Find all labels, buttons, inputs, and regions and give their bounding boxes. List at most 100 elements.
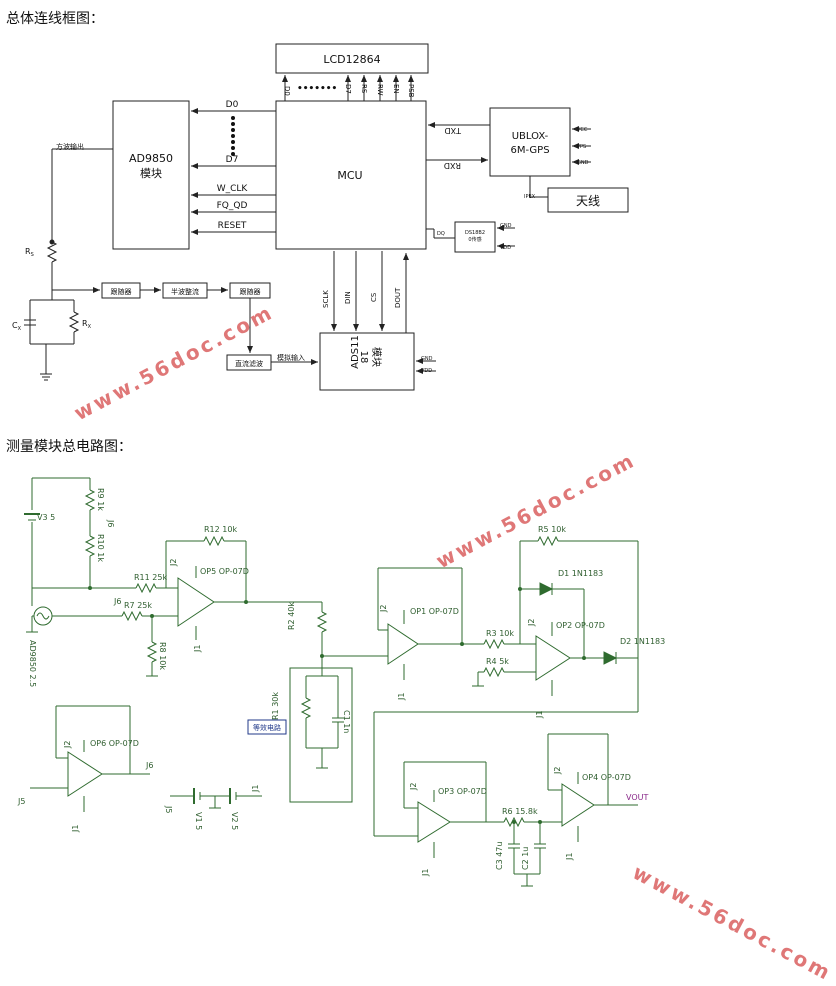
op3-j2-label: J2 — [409, 783, 418, 791]
op4-j1-label: J1 — [565, 853, 574, 861]
ad9850-source-label: AD9850 2.5 — [28, 640, 37, 687]
v3-label: V3 5 — [37, 513, 55, 522]
rxd-label: RXD — [444, 161, 461, 170]
v1-label: V1 5 — [194, 812, 203, 830]
sine-out-label: 方波输出 — [56, 142, 84, 151]
ads-label-2: 18 — [358, 351, 369, 364]
lcd-pin-d0: D0 — [283, 86, 291, 96]
junctions — [88, 586, 586, 824]
j6a-label: J6 — [106, 519, 115, 527]
r2-label: R2 40k — [287, 602, 296, 630]
ads1118-box — [319, 332, 415, 391]
lcd-pin-rw: RW — [376, 84, 384, 96]
heading-overall-diagram: 总体连线框图： — [6, 11, 104, 27]
op1-j2-label: J2 — [379, 605, 388, 613]
d7-label: D7 — [226, 155, 239, 165]
fqud-label: FQ_QD — [217, 201, 248, 211]
ads-gnd-label: GND — [421, 356, 433, 362]
gps-pps-label: PPS — [577, 144, 586, 150]
ad9850-label-1: AD9850 — [129, 152, 173, 165]
lcd-pin-rs: RS — [360, 84, 368, 94]
lcd-label: LCD12864 — [323, 53, 380, 66]
c2-label: C2 1u — [521, 847, 530, 870]
op4-j2-label: J2 — [553, 767, 562, 775]
op5-j1-label: J1 — [193, 645, 202, 653]
r4-label: R4 5k — [486, 657, 509, 666]
mcu-box — [275, 100, 427, 250]
op1-label: OP1 OP-07D — [410, 607, 459, 616]
analog-in-label: 模拟输入 — [277, 353, 305, 362]
c3-label: C3 47u — [495, 842, 504, 870]
gps-ipex-label: IPEX — [524, 194, 536, 200]
watermark-3: www.56doc.com — [628, 860, 836, 986]
ads-vdd-label: VDD — [421, 368, 432, 374]
ad9850-label-2: 模块 — [140, 167, 162, 180]
ads-label-1: ADS11 — [350, 335, 361, 369]
lcd-pin-d7: D7 — [344, 84, 352, 94]
ds18b20-box — [454, 221, 496, 253]
op5-j2-label: J2 — [169, 559, 178, 567]
d0-label: D0 — [226, 100, 239, 110]
r5-label: R5 10k — [538, 525, 566, 534]
mcu-label: MCU — [337, 169, 362, 182]
cx-label: CX — [12, 321, 22, 332]
c1-label: C1 1n — [342, 710, 351, 733]
ds-vdd-label: VDD — [500, 245, 511, 251]
lcd-pin-dots: ••••••• — [297, 84, 337, 94]
antenna-box — [547, 187, 629, 213]
block-diagram — [24, 43, 629, 391]
r11-label: R11 25k — [134, 573, 167, 582]
lcd-box — [275, 43, 429, 74]
ds18b20-label-1: DS18B2 — [465, 230, 485, 236]
follower-2-label: 跟随器 — [240, 287, 261, 296]
cs-label: CS — [370, 292, 378, 302]
r6-label: R6 15.8k — [502, 807, 538, 816]
r10-label: R10 1k — [96, 534, 105, 562]
op5-label: OP5 OP-07D — [200, 567, 249, 576]
follower-1-label: 跟随器 — [111, 287, 132, 296]
bus-dots — [231, 116, 235, 156]
op3-label: OP3 OP-07D — [438, 787, 487, 796]
lcd-pin-en: EN — [392, 84, 400, 94]
measure-circuit — [24, 477, 639, 887]
op2-j2-label: J2 — [527, 619, 536, 627]
j5-label: J5 — [17, 797, 25, 806]
dq-label: DQ — [437, 231, 445, 237]
rs-label: RS — [25, 247, 34, 258]
gps-box — [489, 107, 571, 177]
block-labels: LCD12864 MCU AD9850 模块 D0 D7 W_CLK FQ_QD… — [12, 53, 600, 374]
gps-vcc-label: VCC — [577, 127, 588, 133]
r1-label: R1 30k — [271, 692, 280, 720]
op6-j2-label: J2 — [63, 741, 72, 749]
j5b-label: J5 — [164, 805, 173, 813]
op2-label: OP2 OP-07D — [556, 621, 605, 630]
op6-j1-label: J1 — [71, 825, 80, 833]
ds-gnd-label: GND — [500, 223, 512, 229]
r3-label: R3 10k — [486, 629, 514, 638]
ads-label-3: 模块 — [370, 347, 382, 367]
vout-label: VOUT — [626, 793, 648, 802]
reset-label: RESET — [218, 221, 247, 231]
gps-label-1: UBLOX- — [512, 131, 549, 142]
v2-label: V2 5 — [230, 812, 239, 830]
rectifier-label: 半波整流 — [171, 287, 199, 296]
j1b-label: J1 — [251, 785, 260, 793]
ad9850-box — [112, 100, 190, 250]
op2-j1-label: J1 — [535, 711, 544, 719]
din-label: DIN — [344, 291, 352, 304]
equiv-label: 等效电路 — [253, 723, 281, 732]
rx-label: RX — [82, 319, 92, 330]
j6c-label: J6 — [145, 761, 153, 770]
op3-j1-label: J1 — [421, 869, 430, 877]
circuit-labels: V3 5 R9 1k R10 1k J6 AD9850 2.5 R11 25k … — [17, 488, 665, 877]
ds18b20-label-2: 0传感 — [468, 236, 481, 243]
op6-label: OP6 OP-07D — [90, 739, 139, 748]
d1-label: D1 1N1183 — [558, 569, 603, 578]
r7-label: R7 25k — [124, 601, 152, 610]
equiv-label-box — [247, 719, 287, 735]
sclk-label: SCLK — [322, 290, 330, 308]
schematic-canvas: LCD12864 MCU AD9850 模块 D0 D7 W_CLK FQ_QD… — [12, 43, 665, 887]
lcd-pin-psb: PSB — [407, 84, 415, 98]
antenna-label: 天线 — [576, 194, 600, 208]
r9-label: R9 1k — [96, 488, 105, 511]
